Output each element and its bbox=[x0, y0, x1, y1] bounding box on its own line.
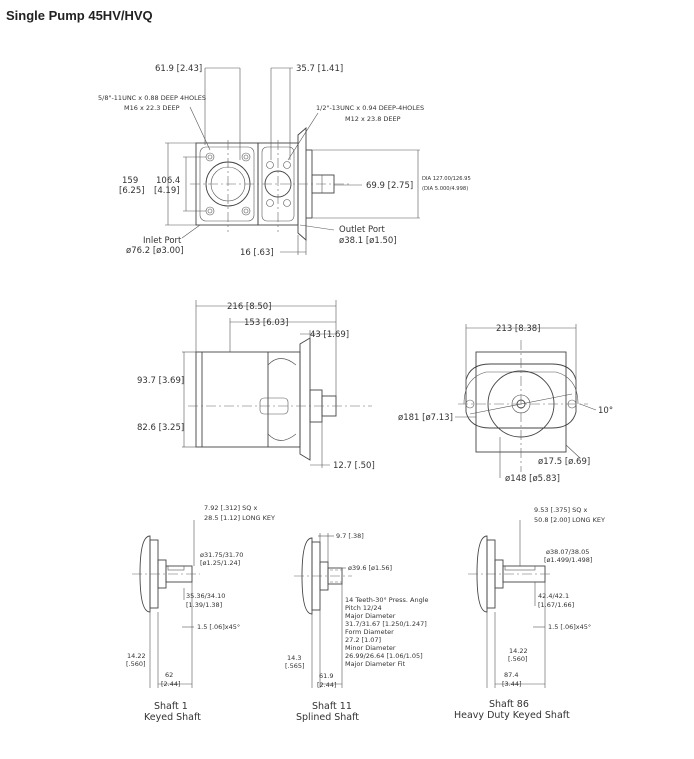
shaft-11-diameter: ø39.6 [ø1.56] bbox=[348, 564, 392, 572]
pilot-diameter-inch: (DIA 5.000/4.998) bbox=[422, 186, 468, 192]
side-view: 216 [8.50] 153 [6.03] 43 [1.69] 93.7 [3.… bbox=[137, 300, 375, 471]
pilot-diameter: DIA 127.00/126.95 bbox=[422, 176, 471, 182]
dim-61-9: 61.9 [2.43] bbox=[155, 64, 202, 74]
shaft-1-length-inch: [1.39/1.38] bbox=[186, 601, 222, 609]
dim-159: 159 bbox=[122, 176, 138, 186]
dim-106-4-inch: [4.19] bbox=[154, 186, 180, 196]
outlet-port-diameter: ø38.1 [ø1.50] bbox=[339, 236, 397, 246]
shaft-86-diameter: ø38.07/38.05 bbox=[546, 548, 589, 556]
shaft-11-dim-a-inch: [.565] bbox=[285, 662, 305, 670]
shaft-1-type: Keyed Shaft bbox=[144, 712, 201, 723]
shaft-86-diameter-inch: [ø1.499/1.498] bbox=[544, 556, 592, 564]
page-title: Single Pump 45HV/HVQ bbox=[6, 8, 153, 23]
outlet-thread-callout: 1/2"-13UNC x 0.94 DEEP-4HOLES bbox=[316, 104, 424, 112]
shaft-86-type: Heavy Duty Keyed Shaft bbox=[454, 710, 570, 721]
front-view: 61.9 [2.43] 35.7 [1.41] 5/8"-11UNC x 0.8… bbox=[98, 64, 471, 258]
shaft-86-dim-a: 14.22 bbox=[509, 647, 528, 655]
dim-dia-148: ø148 [ø5.83] bbox=[505, 474, 560, 484]
inlet-port-diameter: ø76.2 [ø3.00] bbox=[126, 246, 184, 256]
spline-spec: 14 Teeth-30° Press. Angle Pitch 12/24 Ma… bbox=[345, 596, 429, 668]
dim-12-7: 12.7 [.50] bbox=[333, 461, 375, 471]
shaft-11-dim-9-7: 9.7 [.38] bbox=[336, 532, 364, 540]
shaft-86-key-length: 50.8 [2.00] LONG KEY bbox=[534, 516, 605, 524]
dim-93-7: 93.7 [3.69] bbox=[137, 376, 184, 386]
angle-10: 10° bbox=[598, 406, 613, 416]
shaft-1-length: 35.36/34.10 bbox=[186, 592, 225, 600]
dim-106-4: 106.4 bbox=[156, 176, 180, 186]
shaft-86-key: 9.53 [.375] SQ x bbox=[534, 506, 587, 514]
shaft-1-chamfer: 1.5 [.06]x45° bbox=[197, 623, 240, 631]
spline-spec-line: Pitch 12/24 bbox=[345, 604, 382, 612]
inlet-thread-callout: 5/8"-11UNC x 0.88 DEEP 4HOLES bbox=[98, 94, 206, 102]
spline-spec-line: Form Diameter bbox=[345, 628, 394, 636]
shaft-86-name: Shaft 86 bbox=[489, 699, 529, 710]
shaft-11-dim-a: 14.3 bbox=[287, 654, 301, 662]
shaft-86-dim-b-inch: [3.44] bbox=[502, 680, 522, 688]
shaft-1-dim-b: 62 bbox=[165, 671, 173, 679]
dim-43: 43 [1.69] bbox=[310, 330, 349, 340]
shaft-11-name: Shaft 11 bbox=[312, 701, 352, 712]
shaft-1-dim-a: 14.22 bbox=[127, 652, 146, 660]
shaft-11-dim-b-inch: [2.44] bbox=[317, 681, 337, 689]
dim-216: 216 [8.50] bbox=[227, 302, 271, 312]
spline-spec-line: 31.7/31.67 [1.250/1.247] bbox=[345, 620, 427, 628]
shaft-86-length-inch: [1.67/1.66] bbox=[538, 601, 574, 609]
shaft-1-dim-b-inch: [2.44] bbox=[161, 680, 181, 688]
dim-dia-181: ø181 [ø7.13] bbox=[398, 413, 453, 423]
shaft-1-key: 7.92 [.312] SQ x bbox=[204, 504, 257, 512]
shaft-11-dim-b: 61.9 bbox=[319, 672, 333, 680]
shaft-86-dim-b: 87.4 bbox=[504, 671, 518, 679]
dim-159-inch: [6.25] bbox=[119, 186, 145, 196]
spline-spec-line: Major Diameter bbox=[345, 612, 396, 620]
shaft-1-diameter: ø31.75/31.70 bbox=[200, 551, 243, 559]
dim-82-6: 82.6 [3.25] bbox=[137, 423, 184, 433]
inlet-thread-metric: M16 x 22.3 DEEP bbox=[124, 104, 180, 112]
shaft-11-view: 9.7 [.38] ø39.6 [ø1.56] 14 Teeth-30° Pre… bbox=[285, 532, 429, 723]
shaft-86-view: 9.53 [.375] SQ x 50.8 [2.00] LONG KEY ø3… bbox=[454, 506, 605, 721]
dim-213: 213 [8.38] bbox=[496, 324, 540, 334]
end-view: 213 [8.38] 10° ø181 [ø7.13] ø17.5 [ø.69]… bbox=[398, 324, 613, 484]
spline-spec-line: Minor Diameter bbox=[345, 644, 396, 652]
shaft-86-chamfer: 1.5 [.06]x45° bbox=[548, 623, 591, 631]
dim-16: 16 [.63] bbox=[240, 248, 274, 258]
dim-35-7: 35.7 [1.41] bbox=[296, 64, 343, 74]
shaft-1-view: 7.92 [.312] SQ x 28.5 [1.12] LONG KEY ø3… bbox=[126, 504, 275, 723]
shaft-11-type: Splined Shaft bbox=[296, 712, 359, 723]
shaft-1-name: Shaft 1 bbox=[154, 701, 188, 712]
spline-spec-line: 26.99/26.64 [1.06/1.05] bbox=[345, 652, 423, 660]
spline-spec-line: 27.2 [1.07] bbox=[345, 636, 381, 644]
inlet-port-label: Inlet Port bbox=[143, 236, 182, 246]
spline-spec-line: Major Diameter Fit bbox=[345, 660, 406, 668]
dim-153: 153 [6.03] bbox=[244, 318, 288, 328]
dim-69-9: 69.9 [2.75] bbox=[366, 181, 413, 191]
shaft-1-dim-a-inch: [.560] bbox=[126, 660, 146, 668]
spline-spec-line: 14 Teeth-30° Press. Angle bbox=[345, 596, 429, 604]
outlet-thread-metric: M12 x 23.8 DEEP bbox=[345, 115, 401, 123]
shaft-1-diameter-inch: [ø1.25/1.24] bbox=[200, 559, 240, 567]
dim-dia-17-5: ø17.5 [ø.69] bbox=[538, 457, 590, 467]
shaft-86-dim-a-inch: [.560] bbox=[508, 655, 528, 663]
shaft-1-key-length: 28.5 [1.12] LONG KEY bbox=[204, 514, 275, 522]
outlet-port-label: Outlet Port bbox=[339, 225, 386, 235]
shaft-86-length: 42.4/42.1 bbox=[538, 592, 569, 600]
